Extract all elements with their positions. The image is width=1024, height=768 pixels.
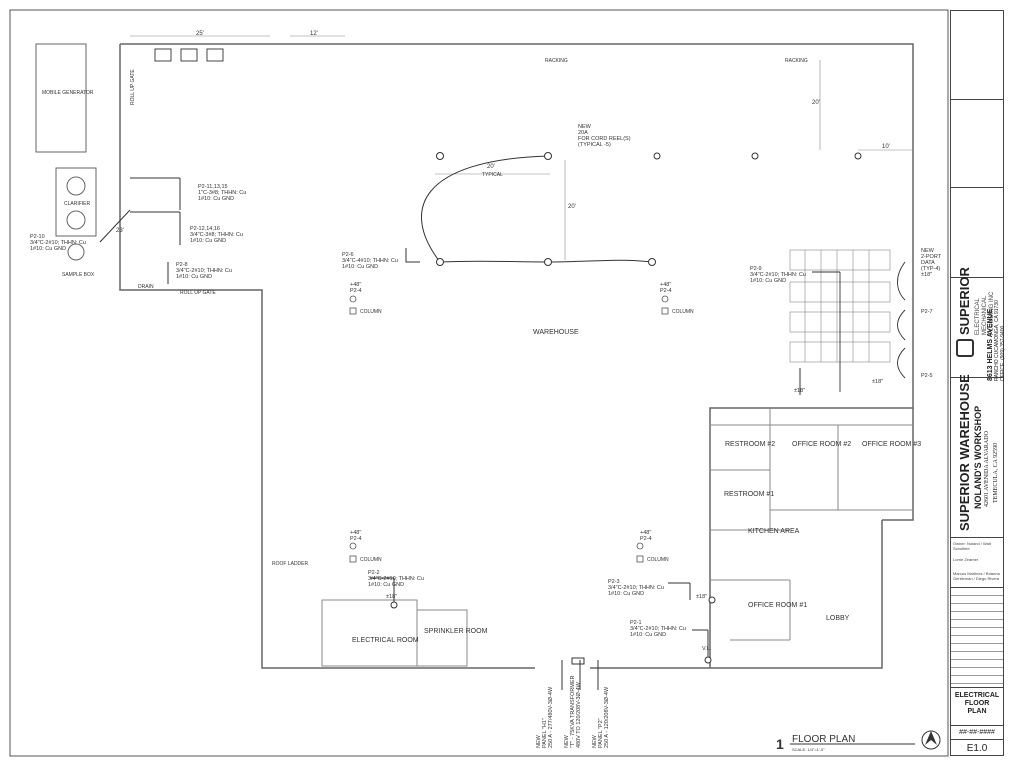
label-drain: DRAIN (138, 284, 154, 290)
label-restroom-2: RESTROOM #2 (725, 441, 775, 448)
note-height-18c: ±18" (386, 594, 397, 600)
label-column-4: COLUMN (647, 557, 669, 563)
label-column-2: COLUMN (672, 309, 694, 315)
outlets (390, 596, 716, 664)
sample-box-icon (67, 243, 85, 261)
project-subtitle: NOLAND'S WORKSHOP (973, 405, 983, 509)
company-logo-icon (956, 339, 974, 357)
note-height-18d: ±18" (696, 594, 707, 600)
dim-20-cord: 20' (568, 204, 576, 210)
note-p2-7: P2-7 (921, 309, 933, 315)
label-column-1: COLUMN (360, 309, 382, 315)
note-p2-4b: +48"P2-4 (660, 282, 672, 294)
company-address: 8613 HELMS AVENUE RANCHO CUCAMONGA, CA 9… (987, 300, 1006, 381)
note-cord-reel: NEW 20A FOR CORD REEL(S) (TYPICAL -5) (578, 124, 632, 148)
label-typical: TYPICAL (482, 172, 503, 178)
label-restroom-1: RESTROOM #1 (724, 491, 774, 498)
label-sprinkler-room: SPRINKLER ROOM (424, 628, 488, 635)
note-p2-12: P2-12,14,16 3/4"C-3#8; THHN: Cu 1#10: Cu… (190, 226, 244, 244)
label-sample-box: SAMPLE BOX (62, 272, 95, 278)
interior-walls (321, 408, 913, 667)
note-p2-5: P2-5 (921, 373, 933, 379)
floor-plan-title: FLOOR PLAN (792, 734, 855, 745)
dim-10: 10' (882, 144, 890, 150)
note-panel-h1: NEW PANEL "H1" 250 A - 277/480V-3Ø-4W (536, 686, 554, 748)
floor-plan-scale: SCALE: 1/4"=1'-0" (792, 747, 825, 752)
columns (349, 295, 669, 563)
north-arrow-icon (921, 730, 941, 750)
note-p2-4c: +48"P2-4 (350, 530, 362, 542)
label-kitchen: KITCHEN AREA (748, 528, 800, 535)
project-title: SUPERIOR WAREHOUSE (957, 374, 972, 531)
clarifier (55, 167, 97, 237)
circuit-notes: NEW 20A FOR CORD REEL(S) (TYPICAL -5) P2… (30, 124, 943, 652)
note-vl: V.L. (702, 646, 712, 652)
note-p2-4a: +48"P2-4 (350, 282, 362, 294)
label-warehouse: WAREHOUSE (533, 329, 579, 336)
floor-plan-number: 1 (776, 736, 784, 752)
note-data-port: NEW 2-PORT DATA (TYP-4) ±18" (921, 248, 943, 278)
label-office-1: OFFICE ROOM #1 (748, 602, 807, 609)
tb-blank-2 (951, 187, 1003, 188)
revision-table (951, 587, 1003, 685)
building-walls (119, 43, 914, 669)
cord-reel-outlets (436, 152, 862, 266)
label-electrical-room: ELECTRICAL ROOM (352, 637, 419, 644)
label-clarifier: CLARIFIER (64, 201, 91, 207)
note-panel-p2: NEW PANEL "P2" 250 A - 120/208V-3Ø-4W (592, 686, 610, 748)
note-height-18b: ±18" (872, 379, 883, 385)
label-lobby: LOBBY (826, 615, 850, 622)
title-block: SUPERIOR ELECTRICAL MECHANICAL PLUMBING … (950, 10, 1006, 757)
note-transformer: NEW "T" - 75KVA TRANSFORMER 480V TO 120/… (564, 674, 582, 748)
label-mobile-generator: MOBILE GENERATOR (42, 90, 94, 96)
dim-23: 23' (116, 228, 124, 234)
sheet-code: ##-##-#### (951, 725, 1003, 739)
dim-20-vertical: 20' (812, 100, 820, 106)
project-city: TEMECULA, CA 92590 (993, 442, 999, 503)
clarifier-tank-icon (66, 176, 86, 196)
panel-feeders (561, 657, 599, 690)
note-p2-2: P2-2 3/4"C-2#10; THHN: Cu 1#10: Cu GND (368, 570, 426, 588)
tb-blank-3 (951, 277, 1003, 278)
note-p2-6: P2-6 3/4"C-4#10; THHN: Cu 1#10: Cu GND (342, 252, 400, 270)
data-port-circuits (812, 261, 906, 392)
label-office-2: OFFICE ROOM #2 (792, 441, 851, 448)
label-racking-2: RACKING (785, 58, 808, 64)
tb-blank-1 (951, 99, 1003, 100)
cord-reel-circuit (405, 155, 653, 263)
label-office-3: OFFICE ROOM #3 (862, 441, 921, 448)
owner: Owner: Noland / Walt Schofield (953, 541, 991, 551)
note-p2-3: P2-3 3/4"C-2#10; THHN: Cu 1#10: Cu GND (608, 579, 666, 597)
note-p2-8: P2-8 3/4"C-2#10; THHN: Cu 1#10: Cu GND (176, 262, 234, 280)
note-p2-11: P2-11,13,15 1"C-3#8; THHN: Cu 1#10: Cu G… (198, 184, 248, 202)
note-p2-4d: +48"P2-4 (640, 530, 652, 542)
company-name: SUPERIOR (957, 267, 972, 335)
label-column-3: COLUMN (360, 557, 382, 563)
mobile-generator (35, 43, 87, 153)
project-address: 42601 AVENIDA ALVARADO (984, 431, 990, 507)
homeruns (99, 177, 801, 660)
dimension-lines (130, 35, 913, 260)
sheet-title: ELECTRICAL FLOOR PLAN (951, 687, 1003, 725)
label-racking-1: RACKING (545, 58, 568, 64)
sheet-number: E1.0 (951, 739, 1003, 757)
label-roof-ladder: ROOF LADDER (272, 561, 309, 567)
drawn-by: Marcus Martinez / Brianna Gentleman / Di… (953, 571, 1000, 581)
note-p2-9: P2-9 3/4"C-2#10; THHN: Cu 1#10: Cu GND (750, 266, 808, 284)
tb-divider-info (951, 537, 1003, 538)
dim-12: 12' (310, 31, 318, 37)
note-height-18a: ±18" (794, 388, 805, 394)
label-roll-up-gate-2: ROLL UP GATE (180, 290, 216, 296)
dim-25: 25' (196, 31, 204, 37)
note-p2-1: P2-1 3/4"C-2#10; THHN: Cu 1#10: Cu GND (630, 620, 688, 638)
dim-20-typical: 20' (487, 164, 495, 170)
designer: Lorrie Zeamer (953, 557, 979, 562)
label-roll-up-gate-1: ROLL UP GATE (130, 69, 136, 105)
tb-divider-project (951, 377, 1003, 378)
clarifier-tank-icon (66, 210, 86, 230)
note-p2-10: P2-10 3/4"C-2#10; THHN: Cu 1#10: Cu GND (30, 234, 88, 252)
drawing-border (9, 9, 949, 757)
distribution-boxes (154, 48, 224, 62)
